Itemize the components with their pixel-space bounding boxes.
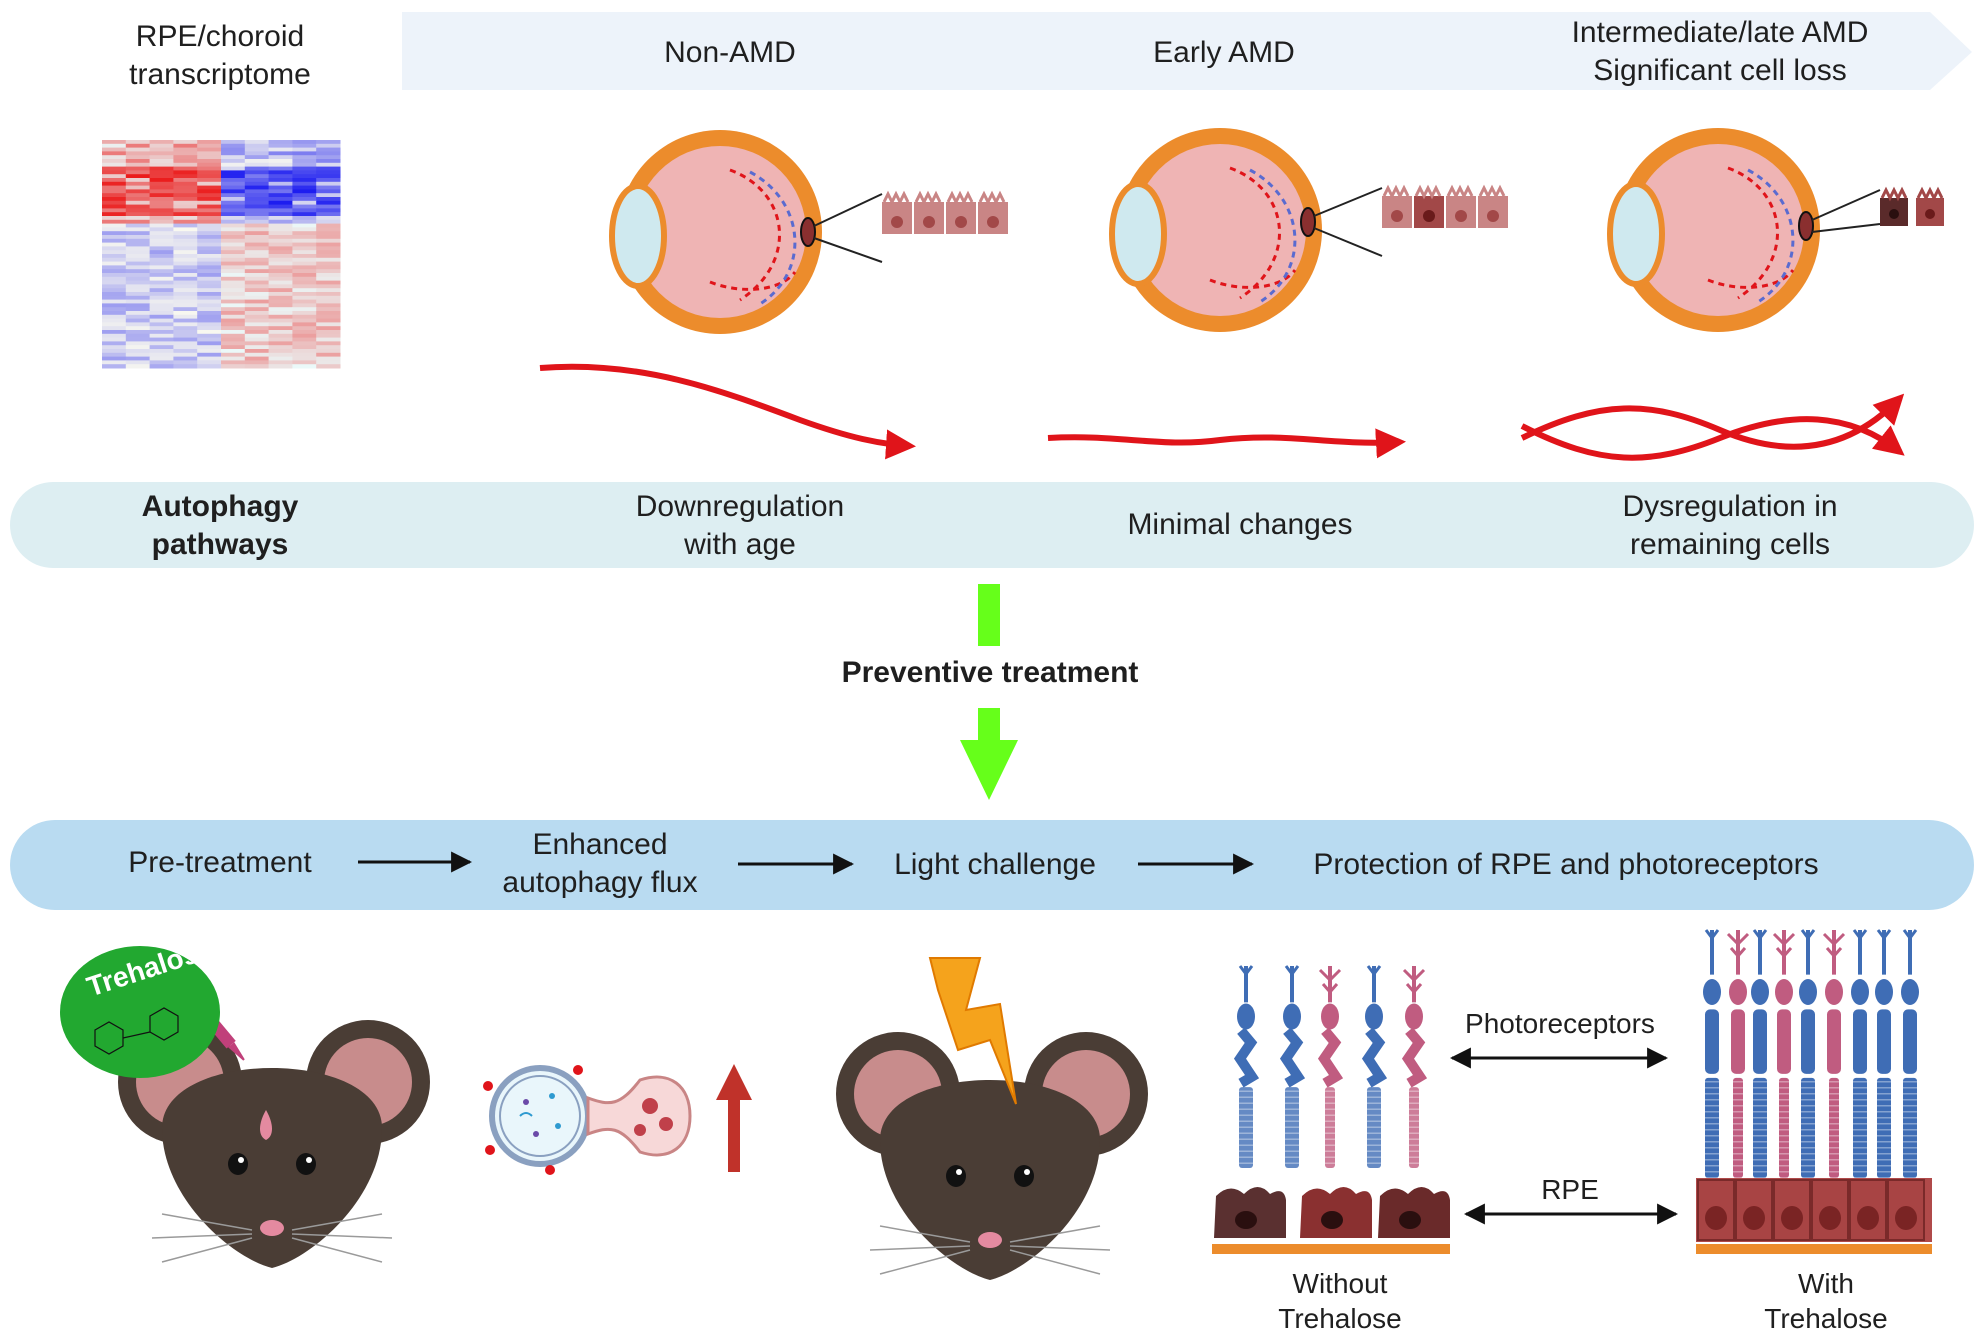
heatmap-icon (102, 140, 341, 369)
stage-progression-arrow (402, 12, 1972, 90)
workflow-band (10, 820, 1974, 910)
stage-early-amd: Early AMD (1153, 36, 1295, 69)
downregulation-label: Downregulation with age (590, 488, 890, 563)
workflow-step-light-challenge: Light challenge (894, 848, 1096, 881)
stage-non-amd: Non-AMD (664, 36, 796, 69)
autophagy-pathways-line1: Autophagy (141, 490, 299, 523)
workflow-step-enhanced-line2: autophagy flux (502, 865, 698, 899)
without-trehalose-line2: Trehalose (1278, 1303, 1402, 1334)
photoreceptors-label: Photoreceptors (1465, 1008, 1655, 1039)
autophagy-band (10, 482, 1974, 568)
downregulation-trend-arrow (539, 363, 916, 460)
workflow-step-enhanced-flux: Enhanced autophagy flux (470, 826, 730, 901)
autophagy-pathways-label: Autophagy pathways (70, 488, 370, 563)
with-trehalose-label: With Trehalose (1706, 1266, 1946, 1336)
trehalose-structure-icon (94, 1007, 179, 1055)
treatment-arrow-shaft (978, 584, 1000, 646)
without-trehalose-line1: Without (1292, 1268, 1388, 1299)
flux-up-arrow-icon (716, 1064, 752, 1172)
dysregulation-trend-arrow-1 (1520, 393, 1905, 450)
downregulation-line1: Downregulation (635, 490, 845, 523)
workflow-step-enhanced-line1: Enhanced (532, 828, 668, 861)
with-trehalose-line1: With (1798, 1268, 1854, 1299)
stage-late-amd-line2: Significant cell loss (1593, 53, 1847, 87)
retina-with-trehalose-icon (1696, 929, 1932, 1254)
transcriptome-title: RPE/choroid transcriptome (70, 18, 370, 93)
workflow-step-pretreatment: Pre-treatment (128, 846, 312, 879)
stage-late-amd: Intermediate/late AMD Significant cell l… (1520, 14, 1920, 89)
treatment-arrow-head (960, 708, 1018, 800)
mouse-trehalose-icon (118, 970, 430, 1268)
dysregulation-line1: Dysregulation in (1622, 490, 1838, 523)
preventive-treatment-label: Preventive treatment (841, 656, 1139, 689)
retina-without-trehalose-icon (1212, 965, 1450, 1254)
eye-early-amd-icon (1109, 128, 1508, 332)
eye-non-amd-icon (609, 130, 1008, 334)
with-trehalose-line2: Trehalose (1764, 1303, 1888, 1334)
workflow-step-protection: Protection of RPE and photoreceptors (1313, 848, 1819, 881)
dysregulation-line2: remaining cells (1629, 527, 1831, 561)
downregulation-line2: with age (684, 527, 796, 561)
rpe-label: RPE (1541, 1174, 1599, 1205)
minimal-change-trend-arrow (1047, 428, 1406, 459)
autophagosome-icon (483, 1065, 692, 1175)
lightning-icon (928, 957, 1017, 1105)
transcriptome-title-line2: transcriptome (129, 57, 311, 91)
minimal-changes-label: Minimal changes (1127, 508, 1353, 541)
autophagy-pathways-line2: pathways (151, 527, 289, 561)
dysregulation-trend-arrow-2 (1520, 416, 1905, 461)
eye-late-amd-icon (1607, 128, 1944, 332)
dysregulation-label: Dysregulation in remaining cells (1580, 488, 1880, 563)
stage-late-amd-line1: Intermediate/late AMD (1571, 16, 1869, 49)
mouse-light-challenge-icon (836, 1032, 1148, 1280)
trehalose-bubble-icon (60, 946, 220, 1078)
without-trehalose-label: Without Trehalose (1220, 1266, 1460, 1336)
transcriptome-title-line1: RPE/choroid (135, 20, 305, 53)
